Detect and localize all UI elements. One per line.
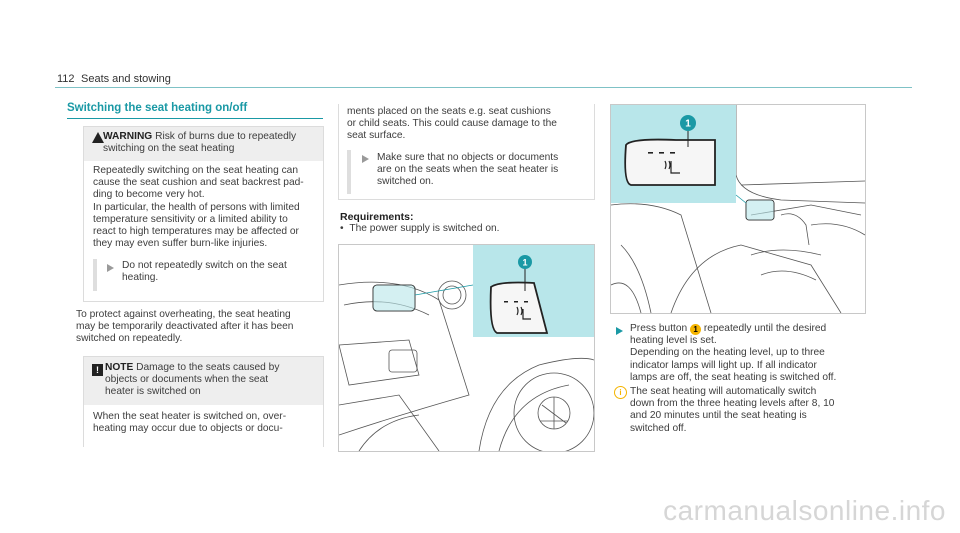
info-line: The seat heating will automatically swit…: [630, 386, 817, 397]
note-title-line: objects or documents when the seat: [105, 374, 269, 386]
note-cont-line: or child seats. This could cause damage …: [347, 118, 557, 130]
warning-header: WARNING Risk of burns due to repeatedly …: [84, 127, 323, 161]
callout-1-icon: 1: [690, 324, 702, 335]
bullet: •: [340, 223, 344, 234]
info-line: down from the three heating levels after…: [630, 398, 835, 410]
note-body-line: When the seat heater is switched on, ove…: [93, 411, 287, 422]
requirements-item: • The power supply is switched on.: [340, 223, 499, 235]
note-body: When the seat heater is switched on, ove…: [93, 411, 286, 435]
note-body-line: heating may occur due to objects or docu…: [93, 423, 283, 435]
warning-body-line: temperature sensitivity or a limited abi…: [93, 213, 288, 225]
note-title-line: Damage to the seats caused by: [136, 362, 280, 373]
note-cont-step-line: are on the seats when the seat heater is: [377, 164, 559, 176]
step-1-before: Press button: [630, 323, 688, 334]
step-arrow-icon: [616, 327, 623, 335]
step-arrow-icon: [362, 155, 369, 163]
callout-label: 1: [685, 119, 691, 130]
warning-body-line: In particular, the health of persons wit…: [93, 201, 300, 213]
header-rule: [55, 87, 912, 88]
note-title: NOTE Damage to the seats caused by objec…: [105, 362, 279, 399]
warning-body-line: Repeatedly switching on the seat heating…: [93, 165, 299, 176]
exclamation-icon: !: [92, 364, 103, 376]
warning-title-line: Risk of burns due to repeatedly: [155, 131, 297, 142]
page-number: 112: [57, 73, 75, 85]
warning-step-line: Do not repeatedly switch on the seat: [122, 260, 287, 271]
warning-label: WARNING: [103, 131, 153, 142]
note-title-line: heater is switched on: [105, 386, 201, 398]
warning-body-line: ding to become very hot.: [93, 189, 205, 201]
warning-body-line: cause the seat cushion and seat backrest…: [93, 177, 304, 189]
info-icon: i: [614, 386, 627, 399]
requirements-title: Requirements:: [340, 211, 414, 223]
step-1-first-line: Press button 1 repeatedly until the desi…: [630, 323, 836, 335]
note-cont-step-line: switched on.: [377, 176, 434, 188]
seat-button-illustration: 1: [610, 104, 866, 314]
note-header: ! NOTE Damage to the seats caused by obj…: [84, 357, 323, 405]
warning-triangle-icon: [92, 132, 104, 143]
note-step-bar: [347, 150, 351, 194]
warning-title-line: switching on the seat heating: [103, 143, 235, 155]
intro-line: may be temporarily deactivated after it …: [76, 321, 294, 333]
step-1-line: indicator lamps will light up. If all in…: [630, 359, 817, 371]
warning-step: Do not repeatedly switch on the seat hea…: [122, 260, 287, 284]
step-1-after: repeatedly until the desired: [703, 323, 827, 334]
note-cont-line: seat surface.: [347, 130, 406, 142]
note-cont-step-line: Make sure that no objects or documents: [377, 152, 559, 163]
warning-step-line: heating.: [122, 272, 159, 284]
intro-line: To protect against overheating, the seat…: [76, 309, 291, 320]
watermark: carmanualsonline.info: [663, 495, 946, 526]
note-continuation-box: ments placed on the seats e.g. seat cush…: [338, 104, 595, 200]
note-label: NOTE: [105, 362, 134, 373]
door-panel-drawing: 1: [339, 245, 594, 451]
page-section-title: Seats and stowing: [81, 73, 171, 85]
warning-body-line: react to high temperatures may be affect…: [93, 226, 299, 238]
step-arrow-icon: [107, 264, 114, 272]
seat-button-drawing: 1: [611, 105, 865, 313]
warning-body: Repeatedly switching on the seat heating…: [93, 165, 304, 250]
step-1: Press button 1 repeatedly until the desi…: [630, 323, 836, 384]
door-panel-illustration: 1: [338, 244, 595, 452]
intro-paragraph: To protect against overheating, the seat…: [76, 309, 293, 346]
warning-body-line: they may even suffer burn-like injuries.: [93, 238, 268, 250]
warning-step-bar: [93, 259, 97, 291]
note-cont-step: Make sure that no objects or documents a…: [377, 152, 558, 189]
warning-title: WARNING Risk of burns due to repeatedly …: [103, 131, 296, 155]
section-title-rule: [67, 118, 323, 119]
step-1-line: lamps are off, the seat heating is switc…: [630, 371, 837, 383]
intro-line: switched on repeatedly.: [76, 333, 183, 345]
note-cont-body: ments placed on the seats e.g. seat cush…: [347, 106, 557, 143]
step-1-line: Depending on the heating level, up to th…: [630, 347, 825, 359]
info-line: and 20 minutes until the seat heating is: [630, 410, 807, 422]
info-line: switched off.: [630, 422, 687, 434]
requirements-item-text: The power supply is switched on.: [349, 223, 500, 234]
step-1-line: heating level is set.: [630, 335, 717, 347]
info-text: The seat heating will automatically swit…: [630, 386, 834, 435]
section-title: Switching the seat heating on/off: [67, 102, 248, 114]
note-box: ! NOTE Damage to the seats caused by obj…: [83, 356, 324, 447]
note-cont-line: ments placed on the seats e.g. seat cush…: [347, 106, 551, 117]
warning-box: WARNING Risk of burns due to repeatedly …: [83, 126, 324, 302]
callout-label: 1: [522, 258, 527, 268]
